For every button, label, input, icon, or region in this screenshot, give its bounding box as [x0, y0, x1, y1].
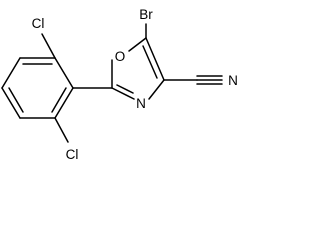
- bond-ph-cl-bottom: [54, 117, 69, 143]
- atom-nitrile-nitrogen: N: [228, 73, 238, 88]
- bond-c2-n3-inner: [116, 84, 134, 94]
- atom-ring-oxygen: O: [115, 49, 126, 64]
- atom-chlorine-bottom: Cl: [66, 147, 79, 162]
- bond-ph6-ph1: [54, 87, 74, 119]
- bond-ph4-ph5: [1, 87, 21, 119]
- bond-n3-c4: [148, 79, 165, 100]
- bond-ph3-ph4: [1, 57, 21, 89]
- atom-ring-nitrogen: N: [136, 96, 146, 111]
- bond-ph-cl-top: [41, 33, 56, 59]
- bond-c4-c5: [145, 37, 165, 81]
- atom-labels: Br O N N Cl Cl: [32, 7, 238, 162]
- bond-ph-inner-2: [8, 87, 24, 113]
- atom-bromine: Br: [139, 7, 153, 22]
- bond-ph1-ph2: [54, 57, 74, 89]
- atom-chlorine-top: Cl: [32, 16, 45, 31]
- bond-ph-inner-3: [51, 87, 67, 113]
- bond-c5-o1: [128, 37, 147, 52]
- molecule-structure: Br O N N Cl Cl: [1, 7, 238, 162]
- bonds: [1, 23, 223, 143]
- bond-c4-c5-inner: [142, 45, 158, 79]
- bond-c2-n3: [111, 87, 135, 100]
